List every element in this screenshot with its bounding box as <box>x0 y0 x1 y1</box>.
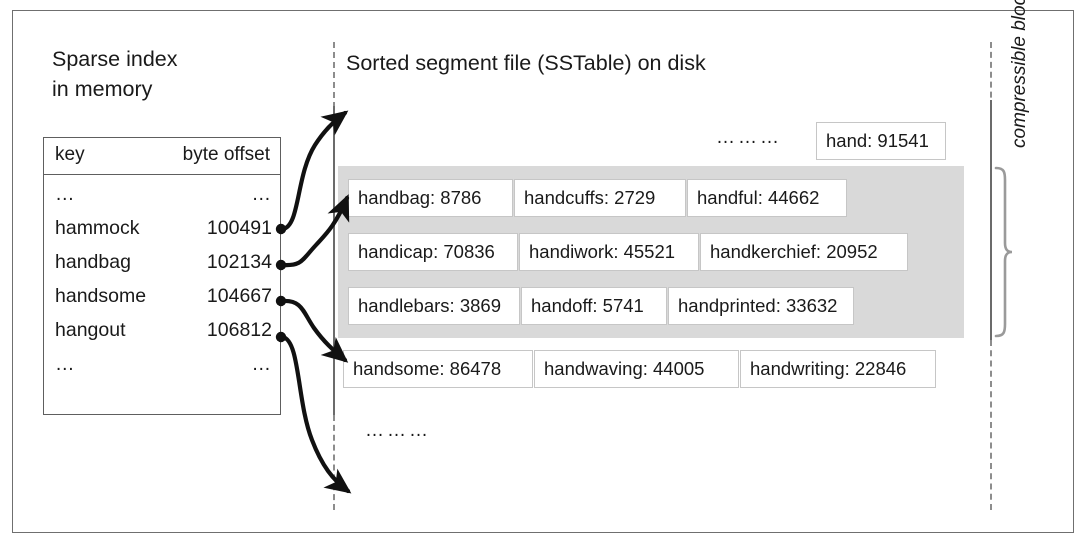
sstable-entry: handwaving: 44005 <box>534 350 739 388</box>
table-row: handsome 104667 <box>44 282 280 316</box>
sstable-entry: handwriting: 22846 <box>740 350 936 388</box>
sstable-entry: handicap: 70836 <box>348 233 518 271</box>
sstable-entry: handoff: 5741 <box>521 287 667 325</box>
row-key: hammock <box>55 217 140 239</box>
column-header-byte-offset: byte offset <box>182 144 270 165</box>
sstable-right-guide-lower <box>990 340 992 510</box>
table-row: hangout 106812 <box>44 316 280 350</box>
sstable-entry: handprinted: 33632 <box>668 287 854 325</box>
table-row: … … <box>44 180 280 214</box>
column-header-key: key <box>55 144 85 165</box>
sstable-entry: handbag: 8786 <box>348 179 513 217</box>
sstable-heading: Sorted segment file (SSTable) on disk <box>346 51 706 75</box>
sstable-entry: handcuffs: 2729 <box>514 179 686 217</box>
sstable-left-guide-solid <box>333 106 335 417</box>
sstable-entry: handiwork: 45521 <box>519 233 699 271</box>
compressible-block-label: compressible block <box>1009 0 1030 148</box>
row-offset: 102134 <box>206 251 272 273</box>
sparse-index-table: key byte offset … … hammock 100491 handb… <box>43 137 281 415</box>
sstable-entry: handlebars: 3869 <box>348 287 520 325</box>
row-key: hangout <box>55 319 126 341</box>
sstable-entry: handful: 44662 <box>687 179 847 217</box>
sparse-index-header-row: key byte offset <box>44 138 280 175</box>
row-key: handsome <box>55 285 147 307</box>
sstable-bottom-dots: ……… <box>365 420 431 441</box>
row-key: … <box>55 183 76 205</box>
row-offset: 100491 <box>206 217 272 239</box>
row-key: … <box>55 353 76 375</box>
sstable-left-guide-dashed <box>333 42 335 108</box>
sstable-top-dots: ……… <box>716 127 782 148</box>
sstable-entry: handkerchief: 20952 <box>700 233 908 271</box>
sstable-entry: handsome: 86478 <box>343 350 533 388</box>
table-row: handbag 102134 <box>44 248 280 282</box>
row-offset: 104667 <box>206 285 272 307</box>
sstable-entry: hand: 91541 <box>816 122 946 160</box>
row-offset: … <box>251 353 272 375</box>
sstable-right-guide-solid <box>990 100 992 340</box>
row-offset: … <box>251 183 272 205</box>
row-key: handbag <box>55 251 131 273</box>
sstable-left-guide-dashed-lower <box>333 415 335 510</box>
table-row: hammock 100491 <box>44 214 280 248</box>
table-row: … … <box>44 350 280 384</box>
sparse-index-body: … … hammock 100491 handbag 102134 handso… <box>44 175 280 384</box>
row-offset: 106812 <box>206 319 272 341</box>
sparse-index-heading: Sparse index in memory <box>52 47 178 101</box>
